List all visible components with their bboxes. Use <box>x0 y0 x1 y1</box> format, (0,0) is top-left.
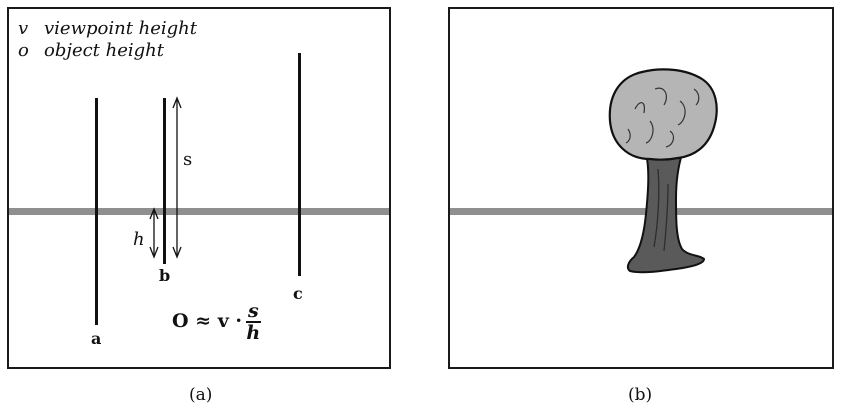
formula-denominator: h <box>246 322 261 344</box>
tree-trunk <box>626 153 706 274</box>
caption-b: (b) <box>628 385 653 405</box>
horizon-line <box>9 208 389 215</box>
legend-viewpoint: v viewpoint height <box>18 18 197 40</box>
object-line-a <box>95 98 98 325</box>
label-h: h <box>133 229 145 250</box>
h-arrow-head-top <box>149 207 159 220</box>
caption-a: (a) <box>189 385 213 405</box>
legend-symbol: v <box>18 18 29 39</box>
s-arrow-head-top <box>172 96 182 109</box>
object-line-c <box>298 53 301 276</box>
legend-text: object height <box>44 40 164 61</box>
label-s: s <box>183 149 193 170</box>
measurement-arrows <box>149 96 182 259</box>
horizon-line <box>450 208 832 215</box>
tree-crown <box>608 68 718 161</box>
panel-a: v viewpoint height o object height s h b c… <box>7 7 391 369</box>
h-arrow-head-bottom <box>149 246 159 259</box>
panel-b <box>448 7 834 369</box>
legend-text: viewpoint height <box>44 18 197 39</box>
tree-illustration <box>608 68 718 274</box>
legend-symbol: o <box>18 40 29 61</box>
label-a: a <box>91 329 102 348</box>
legend-object: o object height <box>18 40 164 62</box>
object-line-b <box>163 98 166 264</box>
label-c: c <box>293 284 303 303</box>
formula-numerator: s <box>245 300 261 323</box>
s-arrow-head-bottom <box>172 246 182 259</box>
formula-lhs: O ≈ v · <box>172 310 242 332</box>
label-b: b <box>159 266 171 285</box>
